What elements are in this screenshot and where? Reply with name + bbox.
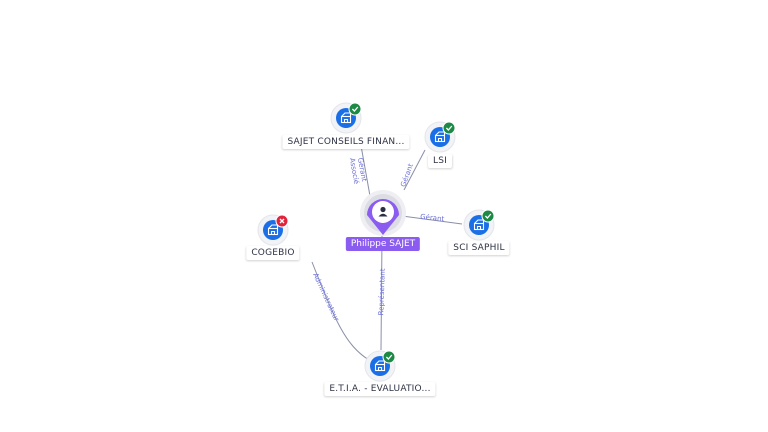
person-node[interactable] xyxy=(360,190,406,236)
relation-role: Administrateur xyxy=(311,272,340,323)
company-node-etia[interactable] xyxy=(364,350,396,382)
company-label[interactable]: COGEBIO xyxy=(246,246,300,260)
relation-label: Représentant xyxy=(377,268,387,315)
company-node-sajet-conseils[interactable] xyxy=(330,102,362,134)
company-node-sci-saphil[interactable] xyxy=(463,209,495,241)
company-icon xyxy=(340,112,352,124)
relation-edge: Gérant xyxy=(401,213,463,225)
company-icon xyxy=(434,131,446,143)
edge-line xyxy=(401,215,463,225)
edge-line xyxy=(359,139,371,197)
company-label[interactable]: E.T.I.A. - EVALUATIO... xyxy=(324,382,436,396)
status-active-badge xyxy=(349,103,361,115)
company-label[interactable]: SCI SAPHIL xyxy=(448,241,510,255)
status-active-badge xyxy=(482,210,494,222)
relation-edge: Gérant xyxy=(399,149,426,191)
relation-label: Gérant xyxy=(399,162,415,188)
edge-line xyxy=(311,261,370,361)
edge-line xyxy=(403,149,426,191)
check-icon xyxy=(445,125,453,131)
company-icon xyxy=(267,224,279,236)
company-node-cogebio[interactable] xyxy=(257,214,289,246)
status-active-badge xyxy=(383,351,395,363)
relation-edge: Administrateur xyxy=(311,261,370,361)
company-label[interactable]: SAJET CONSEILS FINAN... xyxy=(282,135,410,149)
check-icon xyxy=(385,354,393,360)
relation-edge: Représentant xyxy=(377,235,387,351)
relation-label: GérantAssocié xyxy=(348,156,368,185)
status-active-badge xyxy=(443,122,455,134)
close-icon xyxy=(279,218,285,224)
check-icon xyxy=(484,213,492,219)
relation-label: Administrateur xyxy=(311,272,340,323)
company-icon xyxy=(374,360,386,372)
relation-role: Gérant xyxy=(399,162,415,188)
company-icon xyxy=(473,219,485,231)
relation-label: Gérant xyxy=(420,213,445,223)
company-label[interactable]: LSI xyxy=(428,154,452,168)
person-icon xyxy=(378,206,388,217)
company-node-lsi[interactable] xyxy=(424,121,456,153)
relation-role: Représentant xyxy=(377,268,387,315)
check-icon xyxy=(351,106,359,112)
edge-line xyxy=(380,235,383,351)
person-label[interactable]: Philippe SAJET xyxy=(345,237,421,251)
relation-role: Gérant xyxy=(420,213,445,223)
